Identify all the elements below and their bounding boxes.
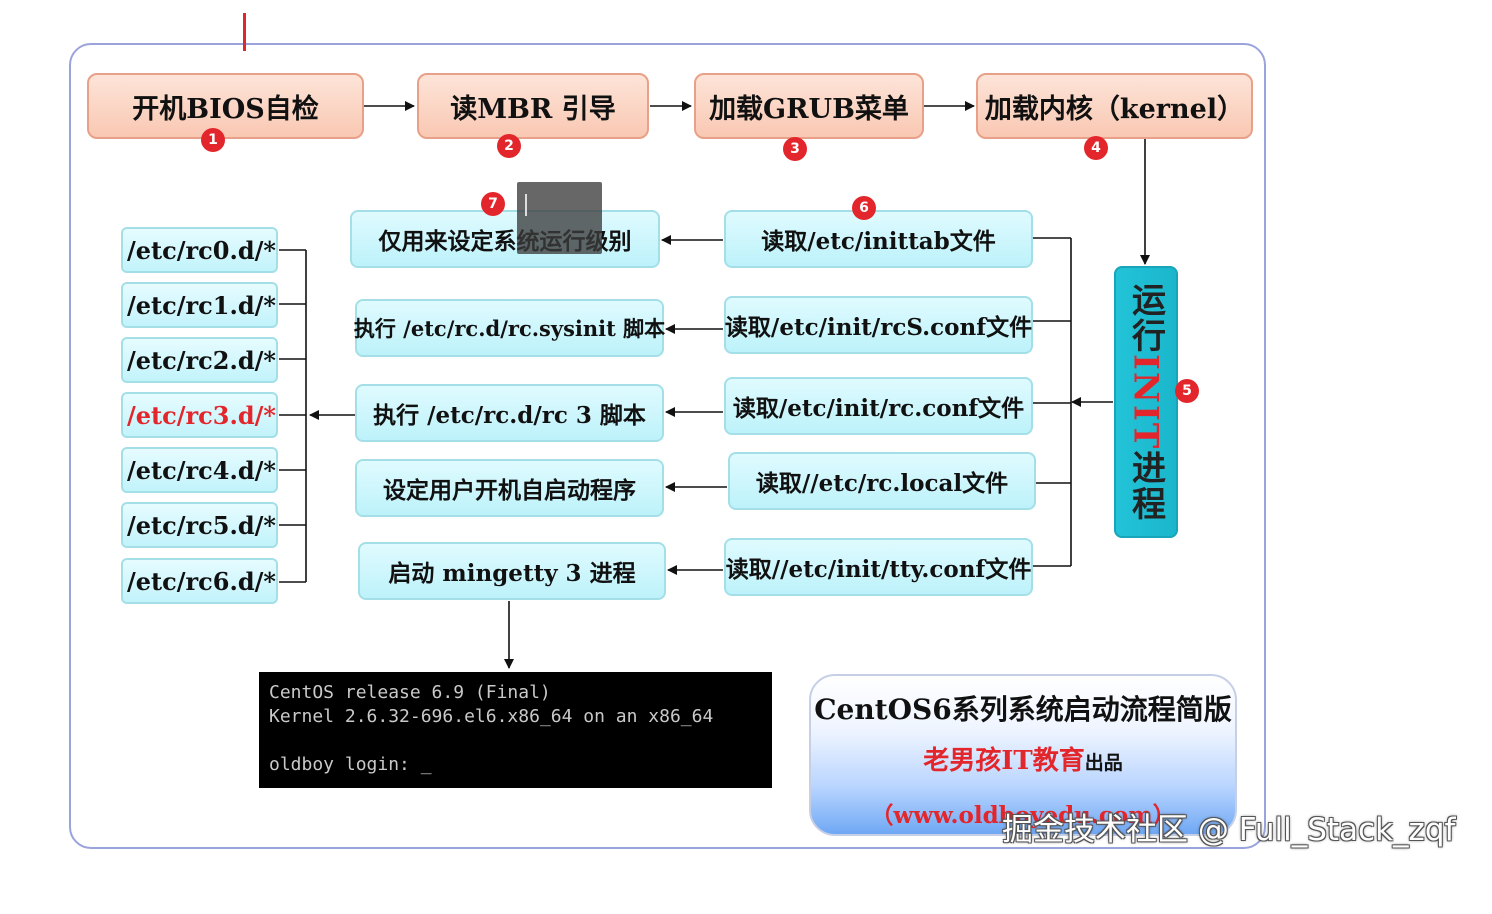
runlevel-rc2: /etc/rc2.d/* [121,337,278,383]
runlevel-rc6-label: /etc/rc6.d/* [127,566,276,596]
read-inittab-label: 读取/etc/inittab文件 [761,228,996,255]
grub-menu-label: 加载GRUB菜单 [709,93,909,125]
read-rc-local-label: 读取//etc/rc.local文件 [755,470,1009,497]
login-terminal: CentOS release 6.9 (Final) Kernel 2.6.32-… [259,672,772,788]
runlevel-rc5: /etc/rc5.d/* [121,502,278,548]
read-inittab-box: 读取/etc/inittab文件 [724,210,1033,268]
runlevel-rc4: /etc/rc4.d/* [121,447,278,493]
read-tty-conf-box: 读取//etc/init/tty.conf文件 [724,538,1033,596]
runlevel-rc6: /etc/rc6.d/* [121,558,278,604]
read-rc-local-box: 读取//etc/rc.local文件 [728,452,1036,510]
step-badge-7: 7 [481,192,505,216]
autostart-box: 设定用户开机自启动程序 [355,459,664,517]
set-runlevel-box: 仅用来设定系统运行级别 [350,210,660,268]
text-cursor-mark [243,13,246,51]
terminal-line-release: CentOS release 6.9 (Final) [269,682,551,703]
step-badge-3: 3 [783,137,807,161]
watermark-text: 掘金技术社区 @ Full_Stack_zqf [1002,812,1456,848]
run-sysinit-label: 执行 /etc/rc.d/rc.sysinit 脚本 [353,316,666,341]
autostart-label: 设定用户开机自启动程序 [383,477,636,504]
terminal-line-kernel: Kernel 2.6.32-696.el6.x86_64 on an x86_6… [269,706,714,727]
run-sysinit-box: 执行 /etc/rc.d/rc.sysinit 脚本 [353,299,666,357]
mbr-boot-box: 读MBR 引导 [417,73,649,139]
kernel-load-label: 加载内核（kernel） [984,93,1245,125]
step-badge-2: 2 [497,134,521,158]
promo-brand-suffix: 出品 [1084,752,1123,774]
read-tty-conf-label: 读取//etc/init/tty.conf文件 [725,556,1032,583]
step-badge-1: 1 [201,128,225,152]
step-badge-6: 6 [852,196,876,220]
bios-check-box: 开机BIOS自检 [87,73,364,139]
runlevel-rc3: /etc/rc3.d/* [121,392,278,438]
read-rcs-conf-label: 读取/etc/init/rcS.conf文件 [724,314,1033,341]
mingetty-box: 启动 mingetty 3 进程 [358,542,666,600]
run-rc3-label: 执行 /etc/rc.d/rc 3 脚本 [373,402,646,429]
mbr-boot-label: 读MBR 引导 [450,93,616,125]
promo-url: （www.oldboyedu.com） [870,802,1176,829]
runlevel-rc1: /etc/rc1.d/* [121,282,278,328]
promo-title: CentOS6系列系统启动流程简版 [814,693,1232,726]
terminal-line-login: oldboy login: _ [269,754,432,775]
runlevel-rc2-label: /etc/rc2.d/* [127,345,276,375]
runlevel-rc3-label: /etc/rc3.d/* [127,400,276,430]
init-process-label: 运行INIT进程 [1122,282,1171,522]
step-badge-5: 5 [1175,379,1199,403]
promo-brand-name: 老男孩IT教育 [923,746,1085,776]
runlevel-rc0-label: /etc/rc0.d/* [127,235,276,265]
read-rcs-conf-box: 读取/etc/init/rcS.conf文件 [724,296,1033,354]
runlevel-rc1-label: /etc/rc1.d/* [127,290,276,320]
runlevel-rc4-label: /etc/rc4.d/* [127,455,276,485]
run-rc3-box: 执行 /etc/rc.d/rc 3 脚本 [355,384,664,442]
init-highlight: INIT [1125,353,1166,451]
read-rc-conf-box: 读取/etc/init/rc.conf文件 [724,377,1033,435]
bios-check-label: 开机BIOS自检 [132,93,319,125]
runlevel-rc0: /etc/rc0.d/* [121,227,278,273]
init-prefix: 运行 [1125,281,1166,354]
diagram-frame [69,43,1266,849]
promo-card: CentOS6系列系统启动流程简版 老男孩IT教育出品 （www.oldboye… [809,674,1237,836]
kernel-load-box: 加载内核（kernel） [976,73,1253,139]
cursor-overlay [517,182,602,254]
read-rc-conf-label: 读取/etc/init/rc.conf文件 [732,395,1025,422]
mingetty-label: 启动 mingetty 3 进程 [388,560,636,587]
grub-menu-box: 加载GRUB菜单 [694,73,924,139]
init-suffix: 进程 [1125,450,1166,523]
init-process-box: 运行INIT进程 [1114,266,1178,538]
runlevel-rc5-label: /etc/rc5.d/* [127,510,276,540]
step-badge-4: 4 [1084,136,1108,160]
promo-brand: 老男孩IT教育出品 [811,740,1235,777]
